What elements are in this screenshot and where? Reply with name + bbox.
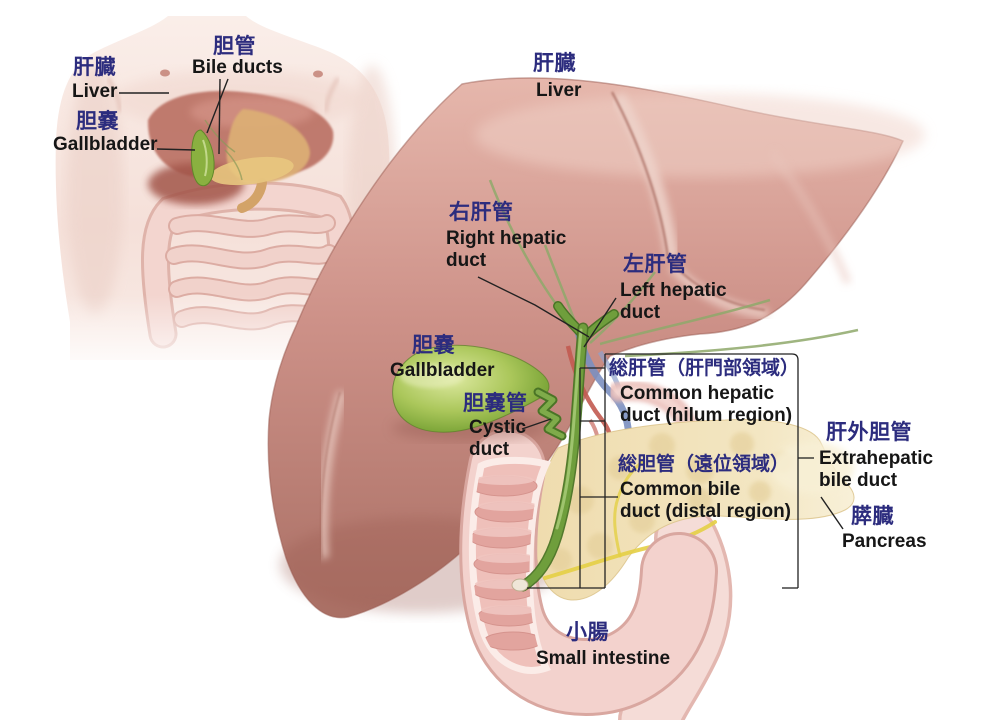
- common-bile-duct-label-en: Common bile duct (distal region): [620, 479, 791, 522]
- inset-gallbladder-label-en: Gallbladder: [53, 134, 158, 155]
- leader-inset-bile-ducts-2: [218, 78, 221, 155]
- inset-liver-label-jp: 肝臓: [73, 56, 116, 79]
- nipple: [160, 69, 170, 77]
- papilla: [511, 578, 529, 592]
- nipple: [313, 70, 323, 78]
- inset-gallbladder: [190, 129, 215, 187]
- gallbladder-label-jp: 胆嚢: [412, 334, 455, 357]
- inset-bile-ducts-label-jp: 胆管: [213, 35, 256, 58]
- leader-inset-gallbladder: [156, 148, 196, 151]
- pancreas-label-en: Pancreas: [842, 531, 927, 552]
- annotation-lines: [119, 78, 844, 589]
- extrahepatic-bile-duct-label-en: Extrahepatic bile duct: [819, 448, 934, 491]
- common-hepatic-duct-label-en: Common hepatic duct (hilum region): [620, 383, 793, 426]
- leader-inset-bile-ducts-1: [206, 78, 229, 134]
- duct-region-brackets: [527, 353, 814, 589]
- small-intestine-label-en: Small intestine: [536, 648, 671, 669]
- main-illustration: [267, 77, 925, 720]
- leader-right-hepatic-duct: [477, 276, 590, 338]
- inset-gallbladder-label-jp: 胆嚢: [76, 110, 119, 133]
- pancreas-texture: [548, 432, 793, 572]
- left-hepatic-duct-label-en: Left hepatic duct: [620, 280, 727, 323]
- liver-label-en: Liver: [536, 80, 582, 101]
- gallbladder-label-en: Gallbladder: [390, 360, 495, 381]
- extrahepatic-bile-duct-label-jp: 肝外胆管: [826, 421, 912, 444]
- liver-label-jp: 肝臓: [533, 52, 576, 75]
- cystic-duct-label-en: Cystic duct: [469, 417, 527, 460]
- leader-pancreas: [820, 496, 844, 530]
- right-hepatic-duct-label-jp: 右肝管: [449, 201, 514, 224]
- pancreas-label-jp: 膵臓: [851, 505, 894, 528]
- common-bile-duct-label-jp: 総胆管（遠位領域）: [618, 454, 790, 475]
- right-hepatic-duct-label-en: Right hepatic duct: [446, 228, 567, 271]
- inset-bile-ducts-label-en: Bile ducts: [192, 57, 283, 78]
- leader-cystic-duct: [521, 418, 552, 430]
- duodenum: [459, 429, 718, 717]
- inset-pancreas: [210, 156, 294, 186]
- inset-liver-label-en: Liver: [72, 81, 118, 102]
- leader-left-hepatic-duct: [583, 297, 617, 348]
- cystic-duct-label-jp: 胆嚢管: [463, 392, 528, 415]
- left-hepatic-duct-label-jp: 左肝管: [623, 253, 688, 276]
- common-hepatic-duct-label-jp: 総肝管（肝門部領域）: [609, 358, 800, 379]
- small-intestine-label-jp: 小腸: [566, 621, 609, 644]
